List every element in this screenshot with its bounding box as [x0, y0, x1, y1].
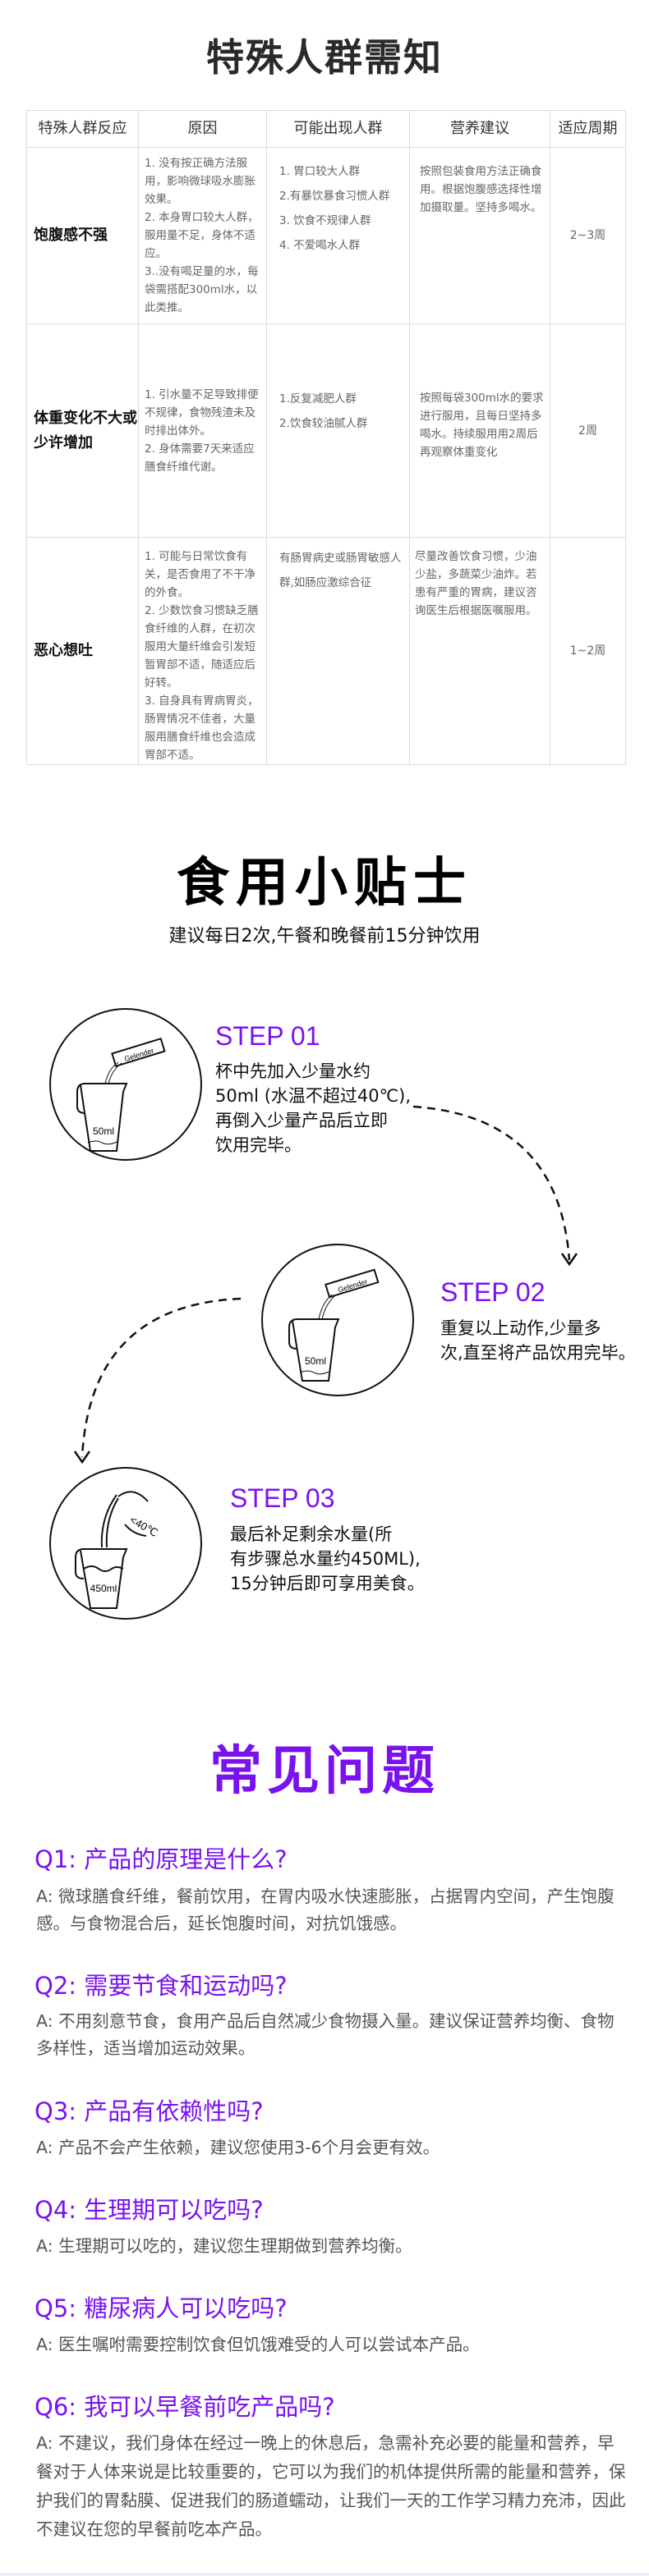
people-cell: 1.反复减肥人群 2.饮食较油腻人群 — [266, 323, 410, 538]
step1-illustration: Gelender 50ml — [49, 1008, 202, 1161]
header-reaction: 特殊人群反应 — [26, 110, 139, 148]
step1-description: 杯中先加入少量水约 50ml (水温不超过40℃), 再倒入少量产品后立即 饮用… — [215, 1061, 412, 1155]
bottom-strip — [0, 2573, 649, 2576]
header-advice: 营养建议 — [409, 110, 550, 148]
step2-illustration: Gelender 50ml — [261, 1244, 414, 1396]
cup-volume-label: 450ml — [90, 1583, 117, 1594]
faq-answer: A: 不用刻意节食，食用产品后自然减少食物摄入量。建议保证营养均衡、食物多样性，… — [36, 2011, 614, 2058]
cup-pour-sachet-icon: Gelender 50ml — [76, 1038, 166, 1152]
step3-label: STEP 03 — [230, 1483, 335, 1513]
section-title-special-groups: 特殊人群需知 — [206, 35, 443, 80]
step2-description: 重复以上动作,少量多 次,直至将产品饮用完毕。 — [440, 1318, 636, 1363]
period-cell: 2~3周 — [550, 147, 626, 324]
reaction-cell: 饱腹感不强 — [26, 147, 139, 324]
cup-volume-label: 50ml — [305, 1355, 326, 1367]
header-period: 适应周期 — [550, 110, 626, 148]
cup-volume-label: 50ml — [93, 1125, 114, 1137]
section-title-tips: 食用小贴士 — [177, 853, 472, 914]
period-cell: 2周 — [550, 323, 626, 538]
faq-answer: A: 不建议，我们身体在经过一晚上的休息后，急需补充必要的能量和营养，早餐对于人… — [36, 2433, 626, 2539]
table-row: 恶心想吐 1. 可能与日常饮食有关，是否食用了不干净的外食。 2. 少数饮食习惯… — [26, 537, 626, 765]
step3-illustration: <40℃ 450ml — [49, 1467, 202, 1620]
faq-answer: A: 产品不会产生依赖，建议您使用3-6个月会更有效。 — [36, 2138, 440, 2157]
table-row: 饱腹感不强 1. 没有按正确方法服用，影响微球吸水膨胀效果。 2. 本身胃口较大… — [26, 147, 626, 324]
faq-question: Q4: 生理期可以吃吗? — [35, 2196, 264, 2224]
people-cell: 1. 胃口较大人群 2.有暴饮暴食习惯人群 3. 饮食不规律人群 4. 不爱喝水… — [266, 147, 410, 324]
arrowhead-icon — [560, 1253, 578, 1267]
special-groups-table: 特殊人群反应 原因 可能出现人群 营养建议 适应周期 饱腹感不强 1. 没有按正… — [26, 110, 626, 765]
faq-question: Q2: 需要节食和运动吗? — [35, 1972, 288, 2000]
header-people: 可能出现人群 — [266, 110, 410, 148]
advice-cell: 按照每袋300ml水的要求进行服用，且每日坚持多喝水。持续服用用2周后再观察体重… — [409, 323, 550, 538]
header-cause: 原因 — [138, 110, 267, 148]
dashed-flow-arrows — [73, 1105, 578, 1464]
faq-answer: A: 微球膳食纤维，餐前饮用，在胃内吸水快速膨胀，占据胃内空间，产生饱腹感。与食… — [36, 1886, 614, 1933]
cause-cell: 1. 引水量不足导致排便不规律，食物残渣未及时排出体外。 2. 身体需要7天来适… — [138, 323, 267, 538]
section-title-faq: 常见问题 — [209, 1741, 440, 1802]
table-header-row: 特殊人群反应 原因 可能出现人群 营养建议 适应周期 — [26, 110, 626, 148]
step3-description: 最后补足剩余水量(所 有步骤总水量约450ML), 15分钟后即可享用美食。 — [230, 1524, 425, 1593]
cause-cell: 1. 可能与日常饮食有关，是否食用了不干净的外食。 2. 少数饮食习惯缺乏膳食纤… — [138, 537, 267, 765]
tips-subtitle: 建议每日2次,午餐和晚餐前15分钟饮用 — [168, 926, 481, 947]
arrowhead-icon — [73, 1451, 91, 1464]
cup-pour-sachet-icon: Gelender 50ml — [288, 1268, 380, 1382]
people-cell: 有肠胃病史或肠胃敏感人群,如肠应激综合征 — [266, 537, 410, 765]
reaction-cell: 恶心想吐 — [26, 537, 139, 765]
table-row: 体重变化不大或少许增加 1. 引水量不足导致排便不规律，食物残渣未及时排出体外。… — [26, 323, 626, 538]
faq-question: Q5: 糖尿病人可以吃吗? — [35, 2294, 288, 2322]
cause-cell: 1. 没有按正确方法服用，影响微球吸水膨胀效果。 2. 本身胃口较大人群，服用量… — [138, 147, 267, 324]
dashed-arrow-step2-to-step3 — [81, 1297, 242, 1458]
dashed-arrow-step1-to-step2 — [412, 1105, 571, 1261]
faq-question: Q6: 我可以早餐前吃产品吗? — [35, 2393, 335, 2421]
advice-cell: 尽量改善饮食习惯，少油少盐，多蔬菜少油炸。若患有严重的胃病，建议咨询医生后根据医… — [409, 537, 550, 765]
reaction-cell: 体重变化不大或少许增加 — [26, 323, 139, 538]
faq-answer: A: 生理期可以吃的，建议您生理期做到营养均衡。 — [36, 2236, 412, 2256]
advice-cell: 按照包装食用方法正确食用。根据饱腹感选择性增加摄取量。坚持多喝水。 — [409, 147, 550, 324]
period-cell: 1~2周 — [550, 537, 626, 765]
faq-answer: A: 医生嘱咐需要控制饮食但饥饿难受的人可以尝试本产品。 — [36, 2335, 480, 2354]
step1-label: STEP 01 — [215, 1021, 320, 1051]
faq-question: Q3: 产品有依赖性吗? — [35, 2097, 264, 2125]
step2-label: STEP 02 — [440, 1277, 545, 1307]
cup-pour-kettle-icon: <40℃ 450ml — [75, 1491, 160, 1609]
faq-question: Q1: 产品的原理是什么? — [35, 1845, 288, 1873]
